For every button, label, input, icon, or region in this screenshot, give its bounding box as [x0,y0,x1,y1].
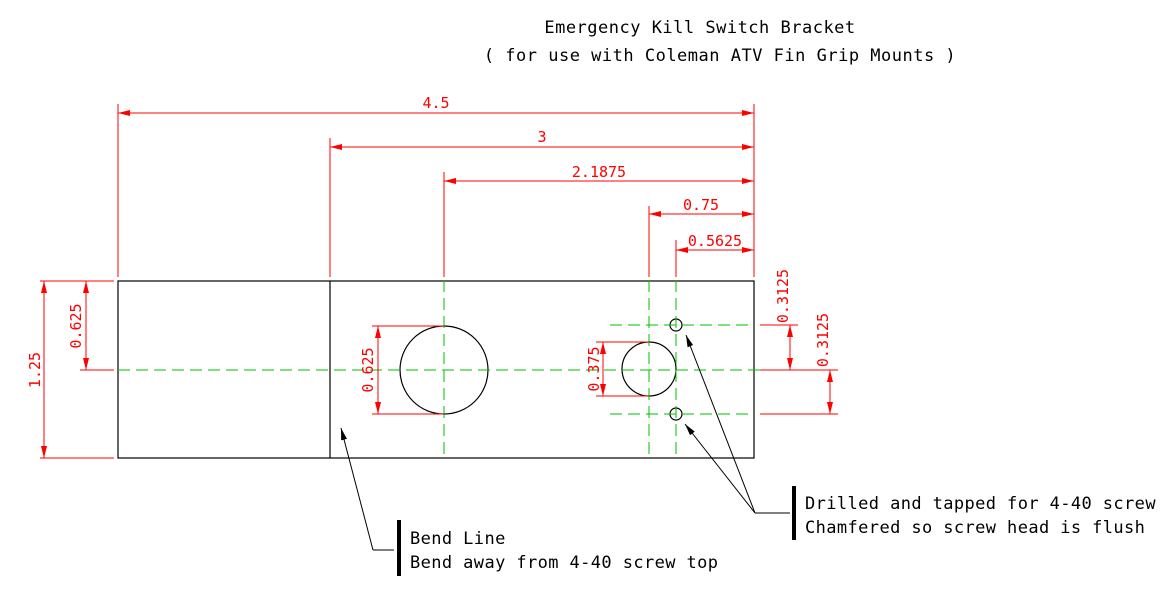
drawing-subtitle: ( for use with Coleman ATV Fin Grip Moun… [484,46,956,66]
screw-note-line2: Chamfered so screw head is flush [805,518,1145,538]
dim-small-hole-diameter: 0.375 [585,346,603,391]
dim-height: 1.25 [26,352,44,388]
dim-screw-offset-top: 0.3125 [774,269,792,323]
dim-big-hole-diameter: 0.625 [359,347,377,392]
dim-screw-holes-to-end: 0.5625 [688,232,742,250]
extension-lines [40,104,838,459]
small-hole [621,341,677,397]
bend-note-line1: Bend Line [410,529,506,549]
dim-bend-to-end: 3 [537,128,546,146]
dim-small-hole-to-end: 0.75 [683,196,719,214]
horizontal-dimensions: 4.5 3 2.1875 0.75 0.5625 [118,94,754,253]
dim-centerline-offset: 0.625 [67,303,85,348]
dim-overall-length: 4.5 [422,94,449,112]
dim-big-hole-to-end: 2.1875 [572,163,626,181]
drawing-title: Emergency Kill Switch Bracket [544,18,855,38]
screw-note-leader [684,334,796,540]
vertical-dimensions: 1.25 0.625 0.625 0.375 0.3125 0.3125 [26,269,833,458]
screw-note-line1: Drilled and tapped for 4-40 screw [805,494,1156,514]
bend-note-leader [340,427,401,576]
bend-note-line2: Bend away from 4-40 screw top [410,553,718,573]
center-lines [82,280,760,460]
dim-screw-offset-bottom: 0.3125 [814,313,832,367]
